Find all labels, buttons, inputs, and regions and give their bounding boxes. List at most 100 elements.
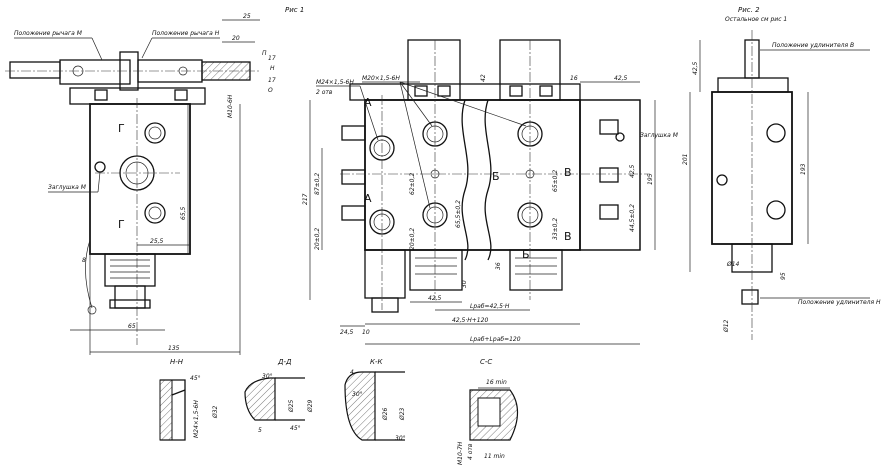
section-kk-title: К-К bbox=[370, 358, 383, 366]
section-nn-title: Н-Н bbox=[170, 358, 184, 366]
dim-16: 16 bbox=[570, 75, 578, 82]
fig2-view: Рис. 2 Остальное см рис 1 Положение удли… bbox=[682, 6, 881, 340]
section-kk-30: 30° bbox=[352, 391, 363, 398]
port-icon bbox=[144, 202, 166, 224]
section-mark-g: Г bbox=[118, 218, 125, 231]
lever-handle bbox=[9, 61, 61, 79]
valve-body-side bbox=[89, 103, 191, 255]
dim-62: 62±0,2 bbox=[409, 173, 416, 195]
dim-65-5: 65,5±0,2 bbox=[455, 200, 462, 228]
section-dd: Д-Д 30° Ø25 Ø29 45° 5 bbox=[244, 358, 314, 434]
fig2-note: Остальное см рис 1 bbox=[725, 16, 787, 23]
dim-42-5: 42,5 bbox=[614, 75, 628, 82]
ext-pos-b-label: Положение удлинителя В bbox=[772, 42, 854, 49]
nut bbox=[174, 89, 188, 101]
section-vv-16: 16 min bbox=[486, 379, 507, 386]
dim-25-5: 25,5 bbox=[150, 238, 164, 245]
mark-b: Б bbox=[492, 170, 500, 183]
dim-30: 30 bbox=[461, 280, 468, 288]
bolt bbox=[599, 119, 619, 135]
mark-b: Б bbox=[522, 248, 530, 261]
fitting bbox=[341, 125, 366, 141]
section-nn-angle: 45° bbox=[190, 375, 201, 382]
break-line bbox=[461, 99, 469, 261]
section-kk: К-К 4 30° Ø26 Ø23 30° bbox=[344, 358, 406, 442]
dim-193: 193 bbox=[800, 163, 807, 175]
port-icon bbox=[766, 123, 786, 143]
chain bbox=[85, 239, 93, 309]
port-icon bbox=[144, 122, 166, 144]
section-dd-title: Д-Д bbox=[277, 358, 292, 366]
spool-cap bbox=[509, 249, 563, 291]
dim-17: 17 bbox=[268, 77, 276, 84]
dim-201: 201 bbox=[682, 154, 689, 165]
dim-135: 135 bbox=[168, 345, 180, 352]
len-total: Lраб+Lраб=120 bbox=[470, 336, 521, 343]
pos-o: О bbox=[268, 87, 273, 94]
dim-95: 95 bbox=[780, 272, 787, 280]
spool-cap bbox=[364, 249, 406, 299]
len-42-5n: 42,5·Н+120 bbox=[452, 317, 488, 324]
section-kk-30b: 30° bbox=[395, 435, 406, 442]
section-nn-thread: М24×1,5-6Н bbox=[193, 400, 200, 438]
len-lrab: Lраб=42,5·Н bbox=[470, 303, 510, 310]
dim-20a: 20±0,2 bbox=[314, 228, 321, 250]
dim-42-5: 42,5 bbox=[692, 61, 699, 75]
pos-n: Н bbox=[270, 65, 275, 72]
dim-33: 33±0,2 bbox=[552, 218, 559, 240]
bolt bbox=[599, 204, 619, 220]
section-dd-5: 5 bbox=[258, 427, 262, 434]
dim-42: 42 bbox=[480, 74, 487, 82]
dim-42-5-bot: 42,5 bbox=[428, 295, 442, 302]
mark-v: В bbox=[564, 166, 572, 179]
lever-mechanism bbox=[59, 59, 131, 85]
mark-a: А bbox=[364, 192, 372, 205]
dim-65: 65 bbox=[128, 323, 136, 330]
dim-20: 20 bbox=[232, 35, 240, 42]
plug-m1-label: Заглушка М bbox=[640, 132, 679, 139]
dim-8: 8 bbox=[82, 257, 86, 264]
section-top bbox=[407, 39, 461, 101]
dim-195: 195 bbox=[647, 173, 654, 185]
mark-a: А bbox=[364, 96, 372, 109]
section-dd-29: Ø29 bbox=[307, 399, 314, 413]
plug-icon bbox=[716, 174, 728, 186]
dim-25: 25 bbox=[243, 13, 251, 20]
lever-pos-m-label: Положение рычага М bbox=[14, 30, 83, 37]
section-kk-4: 4 bbox=[350, 369, 354, 376]
fig2-title: Рис. 2 bbox=[738, 6, 760, 14]
section-dd-25: Ø25 bbox=[288, 399, 295, 413]
fig1-left-view: Рис 1 Г Г bbox=[5, 6, 304, 355]
dim-44-5: 44,5±0,2 bbox=[629, 204, 636, 232]
valve-body-front bbox=[364, 99, 581, 251]
thread-m24: М24×1,5-6Н bbox=[316, 79, 354, 86]
section-vv-11: 11 min bbox=[484, 453, 505, 460]
dim-10: 10 bbox=[362, 329, 370, 336]
dim-36: 36 bbox=[495, 262, 502, 270]
break-line bbox=[484, 99, 492, 261]
bolt bbox=[599, 167, 619, 183]
mark-v: В bbox=[564, 230, 572, 243]
dim-24-5: 24,5 bbox=[340, 329, 354, 336]
dim-m10: М10-6Н bbox=[227, 94, 234, 118]
section-vv: С-С 16 min М10-7Н 4 отв 11 min bbox=[457, 358, 519, 465]
dim-65: 65±0,2 bbox=[552, 170, 559, 192]
spool-cap bbox=[104, 253, 156, 287]
section-mark-g: Г bbox=[118, 122, 125, 135]
fitting bbox=[341, 169, 366, 185]
fig1-front-view: А А Б Б В В М24×1,5-6Н М20×1,5-6Н 2 отв … bbox=[302, 39, 679, 345]
port-icon bbox=[766, 200, 786, 220]
section-vv-4: 4 отв bbox=[467, 443, 474, 460]
dim-20b: 20±0,2 bbox=[409, 228, 416, 250]
section-nn: Н-Н М24×1,5-6Н Ø32 45° bbox=[159, 358, 219, 441]
section-vv-thread: М10-7Н bbox=[457, 441, 464, 465]
nut bbox=[94, 89, 108, 101]
section-vv-title: С-С bbox=[480, 358, 492, 366]
pos-p: П bbox=[262, 50, 267, 57]
ext-pos-n-label: Положение удлинителя Н bbox=[798, 299, 881, 306]
dim-17: 17 bbox=[268, 55, 276, 62]
dim-87: 87±0,2 bbox=[314, 173, 321, 195]
dim-phi14: Ø14 bbox=[726, 261, 740, 268]
plug-m1-label: Заглушка М bbox=[48, 184, 87, 191]
